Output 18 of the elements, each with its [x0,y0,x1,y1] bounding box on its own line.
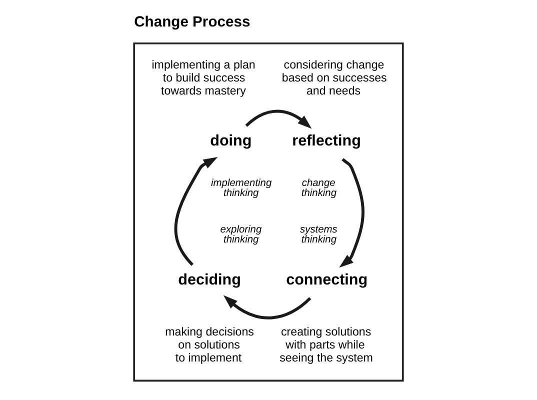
node-text: connecting [286,272,368,289]
node-label: exploring thinking [220,224,262,246]
node-label: change thinking [301,178,337,200]
node-text: deciding [178,272,241,289]
arrow [174,157,218,266]
cluster [133,42,404,382]
node-label: implementing thinking [211,178,272,200]
node-text: reflecting [292,132,361,150]
diagram-title: Change Process [134,14,250,31]
node-label: implementing a plan to build success towards mastery [152,59,256,98]
arrow [223,295,312,320]
arrow [245,110,312,129]
node-label: considering change based on successes and needs [282,59,387,98]
arrow [339,158,364,268]
node-label: making decisions on solutions to implement [165,326,254,364]
node-label: creating solutions with parts while seeing the system [280,326,373,364]
node-label: systems thinking [300,224,338,246]
node-text: doing [210,132,252,150]
